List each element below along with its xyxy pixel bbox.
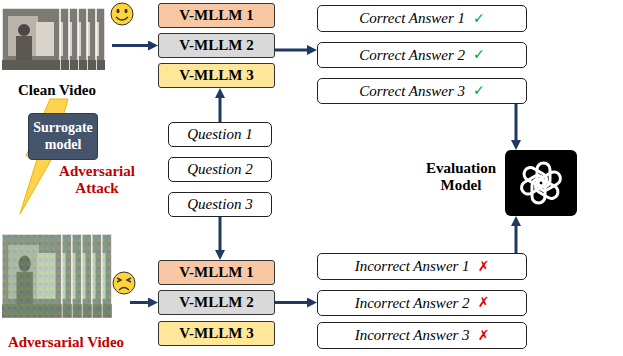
- question-box: Question 1: [168, 122, 272, 147]
- model-box-label: V-MLLM 3: [179, 67, 253, 84]
- result-mark: ✓: [473, 47, 485, 62]
- answer-box-label: Correct Answer 1: [359, 10, 465, 27]
- video-clip: Clean Video: [2, 0, 112, 98]
- model-box: V-MLLM 1: [158, 260, 275, 285]
- answer-box-label: Correct Answer 2: [359, 47, 465, 64]
- model-box-label: V-MLLM 2: [179, 294, 253, 311]
- question-box: Question 3: [168, 192, 272, 217]
- model-box: V-MLLM 3: [158, 321, 275, 346]
- flow-arrow: [275, 49, 307, 52]
- clean-frames: [2, 8, 105, 70]
- model-box: V-MLLM 2: [158, 290, 275, 315]
- flow-arrow: [515, 104, 518, 140]
- flow-arrow: [219, 217, 222, 250]
- model-box-label: V-MLLM 1: [179, 264, 253, 281]
- answer-box-label: Incorrect Answer 2: [355, 295, 470, 312]
- surrogate-box: Surrogate model: [28, 113, 98, 160]
- flow-arrow: [219, 98, 222, 122]
- video-clip-label: Clean Video: [18, 82, 96, 99]
- answer-box-label: Incorrect Answer 3: [355, 327, 470, 344]
- model-box: V-MLLM 2: [158, 33, 275, 58]
- answer-box-label: Incorrect Answer 1: [355, 258, 470, 275]
- evaluation-model: Evaluation Model: [505, 150, 577, 216]
- adversarial-frames: [2, 234, 112, 318]
- answer-box-label: Correct Answer 3: [359, 83, 465, 100]
- question-box-label: Question 1: [187, 126, 252, 143]
- evaluation-model-label: Evaluation Model: [422, 160, 500, 193]
- attack-label: Adversarial Attack: [52, 163, 142, 196]
- model-box-label: V-MLLM 3: [179, 325, 253, 342]
- video-clip: Adversarial Video: [2, 222, 130, 350]
- answer-box: Correct Answer 2 ✓: [317, 42, 527, 68]
- answer-box: Incorrect Answer 2 ✗: [317, 290, 527, 316]
- openai-logo: [505, 150, 577, 216]
- result-mark: ✗: [478, 328, 490, 343]
- angry-emoji: [113, 272, 135, 294]
- question-box: Question 2: [168, 157, 272, 182]
- answer-box: Correct Answer 3 ✓: [317, 78, 527, 104]
- flow-arrow: [275, 301, 307, 304]
- answer-box: Correct Answer 1 ✓: [317, 5, 527, 32]
- result-mark: ✗: [478, 259, 490, 274]
- flow-arrow: [112, 44, 148, 47]
- result-mark: ✗: [478, 295, 490, 310]
- model-box-label: V-MLLM 1: [179, 7, 253, 24]
- model-box-label: V-MLLM 2: [179, 37, 253, 54]
- surrogate-box-label: Surrogate model: [31, 120, 95, 152]
- result-mark: ✓: [473, 83, 485, 98]
- video-clip-label: Adversarial Video: [8, 334, 124, 351]
- flow-arrow: [515, 226, 518, 253]
- flow-arrow: [130, 301, 148, 304]
- model-box: V-MLLM 3: [158, 63, 275, 88]
- question-box-label: Question 3: [187, 196, 252, 213]
- result-mark: ✓: [473, 11, 485, 26]
- model-box: V-MLLM 1: [158, 3, 275, 28]
- answer-box: Incorrect Answer 1 ✗: [317, 253, 527, 280]
- answer-box: Incorrect Answer 3 ✗: [317, 322, 527, 349]
- smile-emoji: [111, 3, 133, 25]
- question-box-label: Question 2: [187, 161, 252, 178]
